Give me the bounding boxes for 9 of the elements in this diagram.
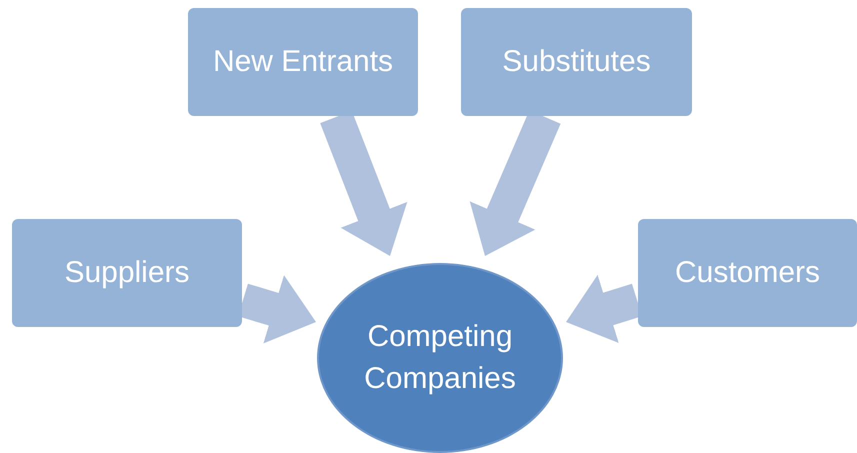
node-label: Customers	[674, 255, 820, 292]
node-label: Substitutes	[502, 44, 651, 80]
node-label: New Entrants	[212, 44, 394, 80]
node-label: Suppliers	[64, 255, 190, 292]
rounded-box	[461, 8, 692, 116]
node-label: Competing Companies	[363, 319, 517, 397]
rounded-box	[12, 219, 242, 327]
rounded-box	[188, 8, 418, 116]
rounded-box	[638, 219, 857, 327]
